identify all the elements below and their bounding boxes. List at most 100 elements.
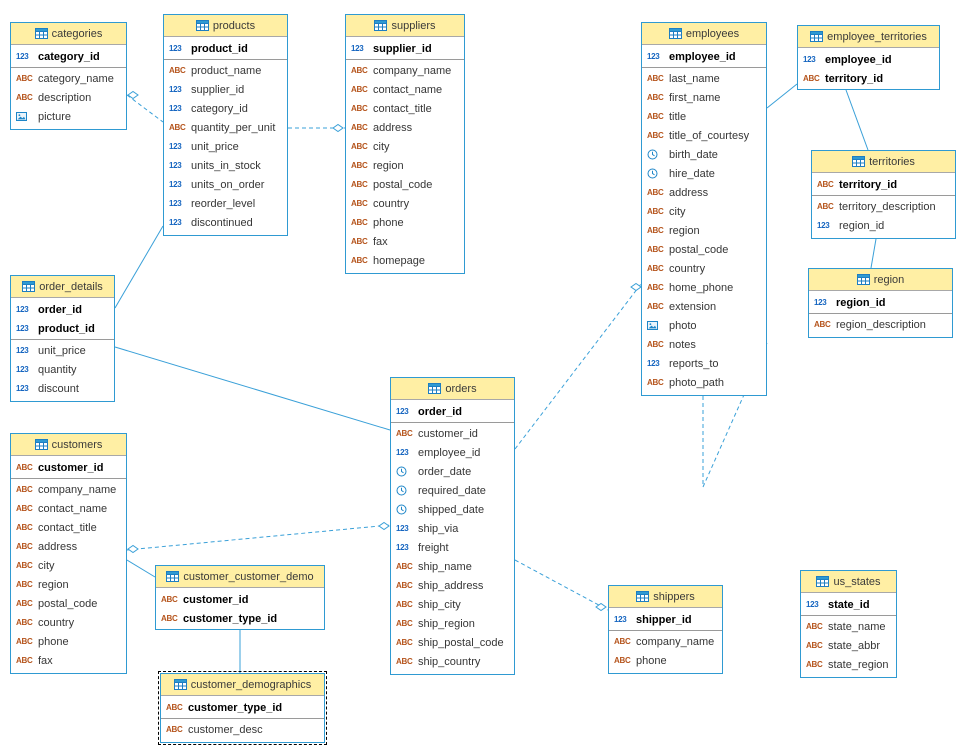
- table-header[interactable]: territories: [812, 151, 955, 173]
- table-header[interactable]: order_details: [11, 276, 114, 298]
- relationship-order_details-products[interactable]: [114, 225, 164, 309]
- table-header[interactable]: customers: [11, 434, 126, 456]
- column-required_date[interactable]: required_date: [391, 481, 514, 500]
- relationship-products-categories[interactable]: [126, 94, 164, 123]
- relationship-order_details-orders[interactable]: [114, 346, 391, 431]
- table-header[interactable]: categories: [11, 23, 126, 45]
- relationship-employee_territories-employees[interactable]: [766, 83, 798, 109]
- relationship-orders-shippers[interactable]: [514, 559, 609, 611]
- table-header[interactable]: customer_demographics: [161, 674, 324, 696]
- table-header[interactable]: suppliers: [346, 15, 464, 37]
- table-header[interactable]: products: [164, 15, 287, 37]
- column-order_date[interactable]: order_date: [391, 462, 514, 481]
- relationship-orders-employees[interactable]: [514, 283, 642, 450]
- relationship-employee_territories-territories[interactable]: [845, 89, 869, 151]
- table-header[interactable]: employees: [642, 23, 766, 45]
- relationship-orders-customers[interactable]: [126, 524, 391, 551]
- table-header[interactable]: region: [809, 269, 952, 291]
- column-birth_date[interactable]: birth_date: [642, 145, 766, 164]
- column-shipped_date[interactable]: shipped_date: [391, 500, 514, 519]
- column-picture[interactable]: picture: [11, 107, 126, 126]
- table-header[interactable]: shippers: [609, 586, 722, 608]
- table-header[interactable]: employee_territories: [798, 26, 939, 48]
- table-header[interactable]: orders: [391, 378, 514, 400]
- column-photo[interactable]: photo: [642, 316, 766, 335]
- column-hire_date[interactable]: hire_date: [642, 164, 766, 183]
